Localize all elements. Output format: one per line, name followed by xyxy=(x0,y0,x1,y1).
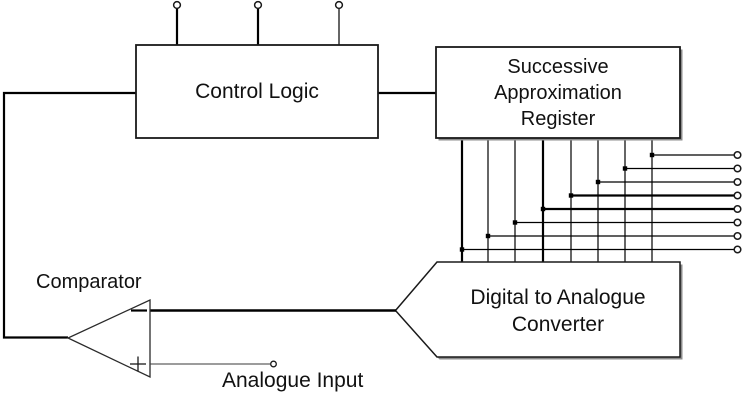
dac-label: Digital to Analogue Converter xyxy=(470,285,646,336)
output-terminal-circle xyxy=(733,245,742,254)
sar-label: Successive Approximation Register xyxy=(494,55,622,130)
branch-junction-dots xyxy=(459,152,655,252)
sar-box xyxy=(435,46,681,139)
output-terminal-circle xyxy=(733,204,742,214)
junction-dot xyxy=(649,152,655,158)
junction-dot xyxy=(459,247,465,252)
junction-dot xyxy=(595,179,601,185)
comparator-plus-sign xyxy=(130,356,146,372)
analogue-input-terminal-circle xyxy=(270,360,277,368)
analogue-input-label: Analogue Input xyxy=(222,369,364,392)
control-terminal-circle xyxy=(253,0,263,10)
junction-dot xyxy=(540,206,546,212)
sar-output-bit-lines xyxy=(460,138,653,266)
output-terminal-circle xyxy=(733,191,742,200)
control-logic-label: Control Logic xyxy=(195,79,319,103)
output-terminal-circle xyxy=(733,177,742,187)
control-top-terminals xyxy=(172,0,344,46)
dac-box xyxy=(394,261,681,358)
comparator-feedback-line xyxy=(2,91,136,339)
junction-dot xyxy=(622,166,628,171)
digital-output-branches xyxy=(462,154,734,251)
output-terminal-circle xyxy=(733,164,742,173)
junction-dot xyxy=(568,193,574,198)
comparator-label: Comparator xyxy=(36,271,142,293)
output-terminal-circle xyxy=(733,218,742,227)
junction-dot xyxy=(512,220,518,225)
junction-dot xyxy=(485,233,491,239)
output-terminal-circle xyxy=(733,231,742,241)
control-logic-box xyxy=(135,44,379,139)
control-terminal-circle xyxy=(172,0,182,10)
digital-output-terminals xyxy=(733,150,742,254)
output-terminal-circle xyxy=(733,150,742,160)
control-terminal-circle xyxy=(334,0,344,10)
comparator-triangle xyxy=(66,298,151,379)
